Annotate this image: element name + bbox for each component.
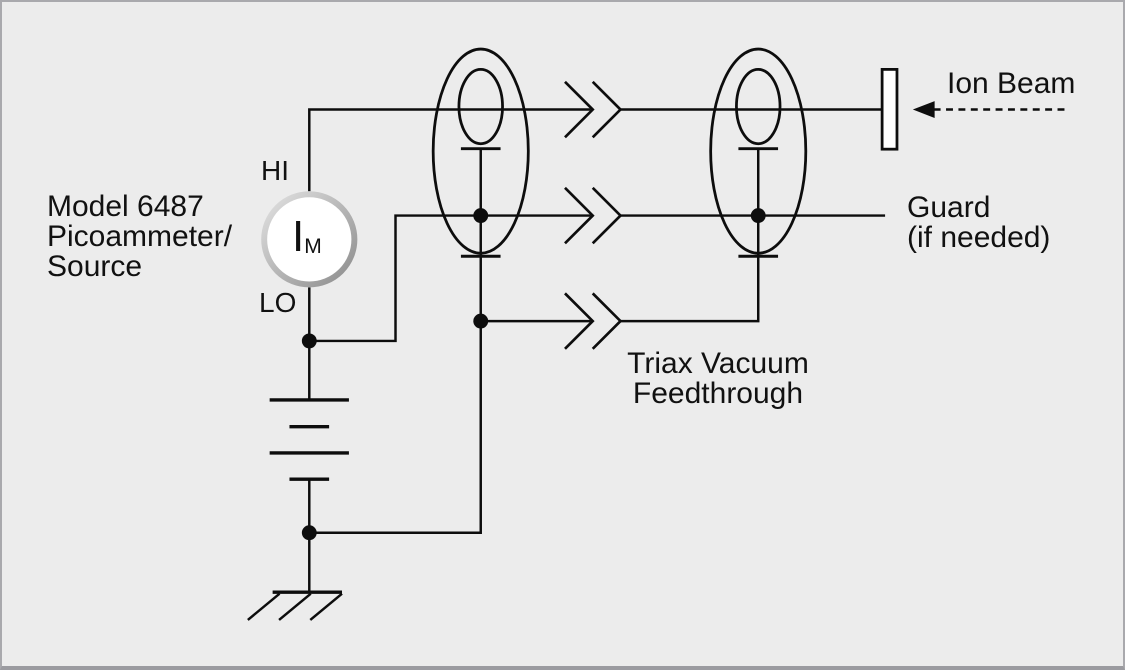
device-label-line1: Model 6487 [47, 190, 204, 223]
cable-arrow-shield [564, 292, 623, 350]
inner-shield-ellipse [457, 68, 504, 146]
lo-terminal-label: LO [259, 287, 297, 318]
guard-wire [309, 214, 591, 343]
chevron-icon [591, 80, 623, 139]
ground-hatch [247, 592, 281, 621]
ground-hatch [278, 592, 312, 621]
picoammeter-symbol [261, 191, 358, 288]
cable-arrow-hi [564, 80, 623, 139]
ion-beam-arrow [912, 101, 1069, 118]
device-label-line3: Source [47, 250, 143, 283]
junction-dot [301, 525, 317, 541]
cable-arrow-guard [564, 186, 623, 245]
guard-label-line2: (if needed) [907, 221, 1051, 254]
battery-symbol [269, 398, 349, 481]
hi-wire [308, 108, 591, 192]
arrowhead-icon [912, 101, 935, 118]
earth-ground-symbol [247, 590, 343, 621]
chevron-icon [564, 80, 595, 139]
inner-shield-ellipse [735, 68, 782, 146]
triax-connector-left [431, 47, 530, 322]
chevron-icon [564, 292, 595, 350]
chevron-icon [591, 186, 623, 245]
shield-return-wire [309, 321, 482, 534]
ion-beam-label: Ion Beam [947, 67, 1076, 100]
device-label-line2: Picoammeter/ [47, 220, 233, 253]
feedthrough-label-line2: Feedthrough [632, 377, 804, 410]
feedthrough-label-line1: Triax Vacuum [627, 347, 809, 380]
feedthrough-label: Triax Vacuum Feedthrough [608, 349, 828, 409]
device-label: Model 6487 Picoammeter/ Source [47, 192, 232, 282]
meter-symbol-subscript: M [304, 235, 322, 258]
guard-label: Guard (if needed) [907, 193, 1050, 253]
shield-wire-right [620, 148, 760, 323]
junction-dot [750, 208, 766, 224]
chevron-icon [591, 292, 623, 350]
junction-dot [473, 208, 489, 224]
guard-label-line1: Guard [907, 191, 991, 224]
ground-hatch [309, 592, 343, 621]
collector-plate [880, 68, 899, 151]
chevron-icon [564, 186, 595, 245]
meter-symbol-text: I [292, 212, 305, 261]
junction-dot [473, 313, 489, 329]
hi-terminal-label: HI [261, 155, 289, 186]
junction-dot [301, 333, 317, 349]
meter-current-label: IM [292, 215, 322, 267]
